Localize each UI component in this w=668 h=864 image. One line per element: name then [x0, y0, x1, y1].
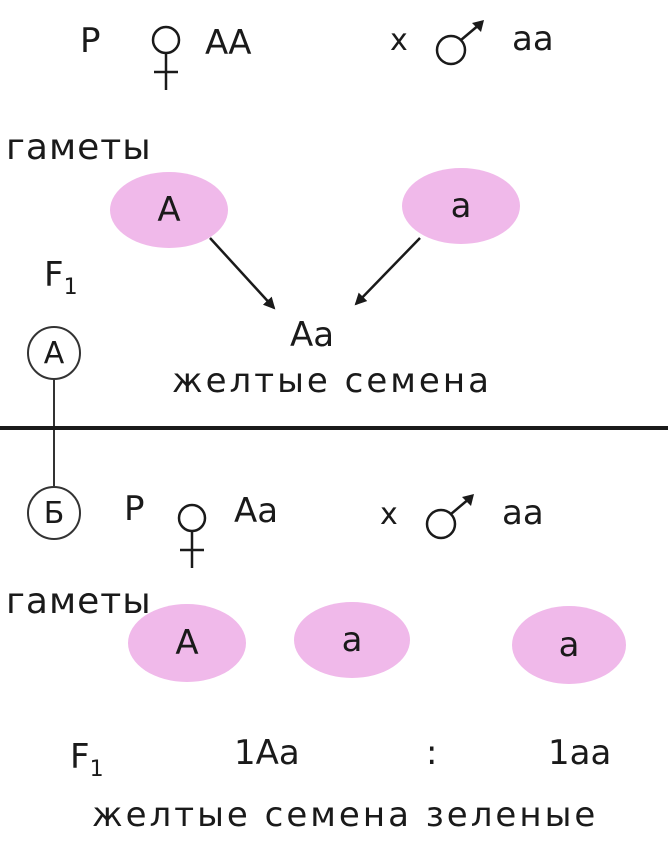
gamete-b-1-label: А: [175, 623, 199, 663]
offspring-a: Аа: [290, 315, 335, 355]
marker-a-text: А: [43, 335, 65, 371]
female-genotype-a: АА: [205, 23, 252, 63]
gamete-a-1-label: А: [157, 190, 181, 230]
gamete-b-3: а: [512, 606, 626, 684]
female-symbol-icon-b: [177, 503, 207, 568]
gamete-a-2: а: [402, 168, 520, 244]
parent-label-a: Р: [80, 21, 101, 61]
gametes-label-b: гаметы: [6, 581, 152, 622]
arrow-left: [209, 237, 276, 310]
cross-sign-b: х: [380, 497, 398, 532]
phenotype-a: желтые семена: [172, 361, 492, 401]
gamete-a-1: А: [110, 172, 228, 248]
gamete-b-3-label: а: [558, 625, 580, 665]
marker-b: Б: [27, 486, 81, 540]
f1-label-b: F1: [70, 737, 104, 782]
male-symbol-icon-b: [425, 494, 474, 540]
male-symbol-icon: [435, 20, 484, 66]
female-symbol-icon: [151, 25, 181, 90]
male-genotype-a: аа: [512, 19, 554, 59]
offspring-b-2: 1аа: [548, 733, 612, 773]
gamete-b-2: а: [294, 602, 410, 678]
gamete-b-2-label: а: [341, 620, 363, 660]
marker-b-text: Б: [43, 495, 65, 531]
female-genotype-b: Аа: [234, 491, 279, 531]
gamete-b-1: А: [128, 604, 246, 682]
phenotype-b: желтые семена зеленые: [92, 795, 599, 835]
ratio-separator: :: [426, 733, 438, 773]
gamete-a-2-label: а: [450, 186, 472, 226]
gametes-label-a: гаметы: [6, 127, 152, 168]
marker-a: А: [27, 326, 81, 380]
cross-sign-a: х: [390, 23, 408, 58]
f1-label-a: F1: [44, 255, 78, 300]
parent-label-b: Р: [124, 489, 145, 529]
male-genotype-b: аа: [502, 493, 544, 533]
offspring-b-1: 1Аа: [234, 733, 300, 773]
arrow-right: [354, 237, 421, 306]
